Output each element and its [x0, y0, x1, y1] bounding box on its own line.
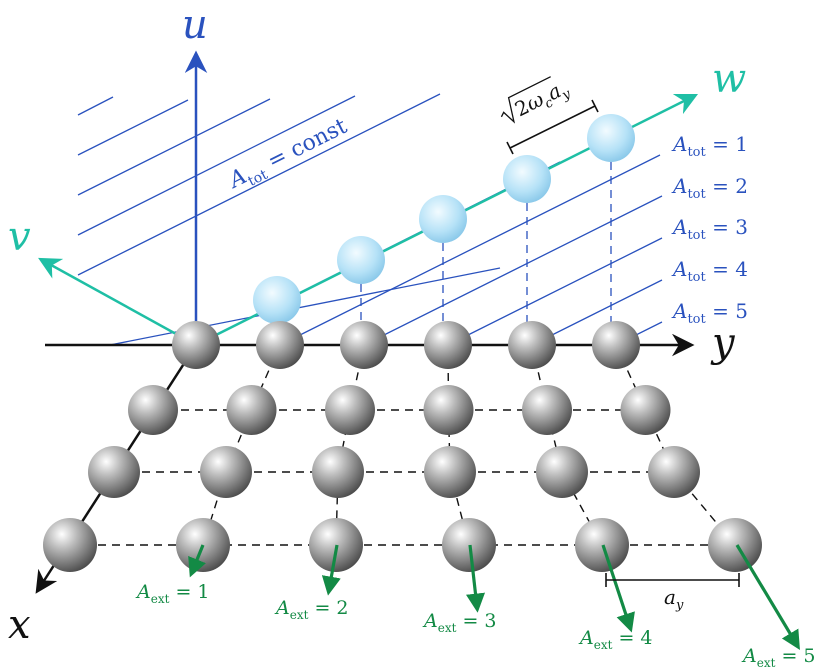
excitation-bubble	[253, 276, 301, 324]
atot-label: Atot = 5	[671, 299, 748, 327]
aext-label: Aext = 2	[274, 597, 349, 622]
y-axis-label: y	[710, 320, 736, 366]
aext-label: Aext = 4	[578, 627, 653, 652]
w-spacing-label: 2ωcay	[500, 75, 574, 125]
lattice-atom	[312, 446, 364, 498]
aext-label: Aext = 3	[422, 610, 497, 635]
external-field-arrow	[601, 544, 635, 633]
external-field-arrow	[188, 544, 206, 578]
v-axis	[38, 257, 197, 347]
constant-atot-lines	[77, 93, 663, 346]
external-field-arrow	[465, 544, 486, 613]
aext-label: Aext = 1	[135, 581, 210, 606]
w-axis-label: w	[712, 56, 746, 102]
lattice-atom	[575, 518, 629, 572]
atot-line	[77, 96, 114, 116]
excitation-bubble	[337, 236, 385, 284]
lattice-atom	[128, 385, 178, 435]
lattice-atom	[648, 446, 700, 498]
external-field-arrow	[321, 544, 341, 596]
lattice-atom	[88, 446, 140, 498]
atot-line	[531, 279, 663, 346]
lattice-atom	[256, 321, 304, 369]
projection-lines	[360, 162, 612, 345]
lattice-atom	[423, 385, 474, 435]
grid-column-line	[447, 344, 470, 546]
external-field-arrow	[735, 544, 800, 650]
aext-label: Aext = 5	[741, 645, 816, 670]
atot-label: Atot = 1	[671, 132, 748, 160]
lattice-atom	[536, 446, 588, 498]
grid-column-line	[531, 344, 603, 546]
lattice-atom	[592, 321, 640, 369]
lattice-atom	[172, 321, 220, 369]
grid-column-line	[335, 344, 365, 546]
lattice-atom	[522, 385, 572, 435]
external-field-arrows	[188, 544, 800, 650]
lattice-atom	[424, 321, 472, 369]
lattice-grid	[70, 344, 736, 546]
atot-line	[77, 93, 441, 276]
atot-line	[363, 195, 663, 346]
excitation-bubbles	[253, 114, 635, 324]
lattice-atom	[620, 385, 671, 435]
svg-text:Atot = const: Atot = const	[224, 114, 353, 198]
lattice-atom	[200, 446, 252, 498]
atot-label: Atot = 4	[671, 257, 748, 285]
atot-labels: Atot = 1 Atot = 2 Atot = 3 Atot = 4 Atot = 5	[671, 132, 748, 327]
x-axis-label: x	[8, 602, 31, 648]
lattice-atom	[508, 321, 556, 369]
lattice-atom	[325, 385, 375, 435]
lattice-atom	[442, 518, 496, 572]
v-axis-label: v	[8, 214, 31, 260]
atot-line	[447, 237, 663, 346]
grid-column-line	[615, 344, 736, 546]
atot-line	[77, 98, 271, 196]
atot-line	[77, 95, 356, 236]
aext-labels: Aext = 1 Aext = 2 Aext = 3 Aext = 4 Aext = 5	[135, 581, 816, 670]
excitation-bubble	[419, 195, 467, 243]
lattice-spacing-label: ay	[664, 585, 684, 613]
svg-text:2ωcay: 2ωcay	[511, 75, 574, 125]
excitation-bubble	[503, 155, 551, 203]
atot-line	[77, 99, 189, 156]
atot-line	[279, 154, 661, 346]
lattice-atoms	[43, 321, 762, 572]
lattice-atom	[43, 518, 97, 572]
atot-label: Atot = 2	[671, 174, 748, 202]
atot-const-label: Atot = const	[224, 114, 353, 198]
atot-label: Atot = 3	[671, 215, 748, 243]
lattice-atom	[340, 321, 388, 369]
w-spacing-bracket	[506, 99, 599, 155]
grid-column-line	[202, 344, 281, 546]
excitation-bubble	[587, 114, 635, 162]
lattice-atom	[424, 446, 476, 498]
u-axis-label: u	[182, 2, 208, 48]
lattice-atom	[708, 518, 762, 572]
lattice-atom	[226, 385, 277, 435]
lattice-spacing-bracket	[605, 573, 740, 587]
